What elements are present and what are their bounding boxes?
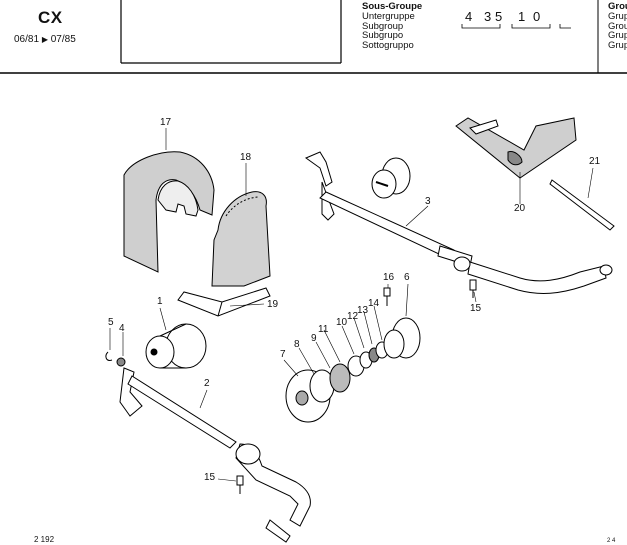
subgroup-code-digit: 0 (533, 9, 541, 24)
callout-9: 9 (311, 333, 317, 344)
callout-12: 12 (347, 311, 359, 322)
part-6-bushing (383, 317, 421, 359)
callout-4: 4 (119, 323, 125, 334)
callout-15-upper: 15 (470, 303, 482, 314)
leader-lines (109, 128, 594, 482)
subgroup-label: Sous-Groupe (362, 1, 423, 12)
group-label: Grou (608, 1, 627, 12)
part-1-mount (145, 323, 207, 369)
part-14-16-bolt (383, 287, 391, 306)
subgroup-label: Untergruppe (362, 10, 415, 22)
group-label: Grup (608, 10, 627, 22)
callout-13: 13 (357, 305, 369, 316)
part-18-plate (211, 191, 271, 287)
part-19-base-plate (177, 287, 271, 317)
code-underline (461, 24, 571, 29)
callout-5: 5 (108, 317, 114, 328)
group-label: Grup (608, 40, 627, 52)
date-from: 06/81 (14, 34, 40, 45)
group-label: Grup (608, 30, 627, 42)
subgroup-code-digit: 1 (518, 9, 526, 24)
subgroup-label: Sottogruppo (362, 40, 414, 52)
callout-16: 16 (383, 272, 395, 283)
part-3-cap (371, 157, 411, 199)
part-3-rod (304, 151, 613, 294)
group-label-list: Grou Grup Grou Grup Grup (608, 2, 627, 51)
subgroup-label: Subgroup (362, 20, 404, 32)
callout-11: 11 (318, 324, 329, 335)
part-21-rod (549, 179, 615, 231)
part-20-bracket (455, 117, 577, 179)
callout-8: 8 (294, 339, 300, 350)
subgroup-code-digit: 3 (484, 9, 492, 24)
part-5-clip (105, 351, 113, 361)
callout-17: 17 (160, 117, 172, 128)
part-2-rod (119, 367, 311, 543)
subgroup-code-digit: 5 (495, 9, 503, 24)
subgroup-label: Subgrupo (362, 30, 404, 42)
date-to: 07/85 (50, 34, 76, 45)
callout-14: 14 (368, 298, 380, 309)
date-range: 06/81 ▶ 07/85 (14, 34, 76, 45)
model-name: CX (38, 8, 63, 27)
part-9-ring (329, 363, 351, 393)
bolt-15-lower (236, 475, 244, 494)
bolt-15-upper (469, 279, 477, 298)
callout-3: 3 (425, 196, 431, 207)
subgroup-code-digit: 4 (465, 9, 473, 24)
part-4-washer (116, 357, 126, 367)
page-number: 2 192 (34, 535, 55, 544)
page-right-marker: 2 4 (607, 538, 616, 544)
part-17-hood (123, 151, 215, 273)
callout-10: 10 (336, 317, 348, 328)
subgroup-label-list: Sous-Groupe Untergruppe Subgroup Subgrup… (362, 2, 422, 51)
callout-18: 18 (240, 152, 252, 163)
arrow-right-icon: ▶ (41, 35, 48, 44)
callout-15-lower: 15 (204, 472, 216, 483)
callout-7: 7 (280, 349, 286, 360)
callout-6: 6 (404, 272, 410, 283)
callout-1: 1 (157, 296, 163, 307)
callout-19: 19 (267, 299, 279, 310)
callout-2: 2 (204, 378, 210, 389)
callout-20: 20 (514, 203, 526, 214)
callout-21: 21 (589, 156, 601, 167)
group-label: Grou (608, 20, 627, 32)
